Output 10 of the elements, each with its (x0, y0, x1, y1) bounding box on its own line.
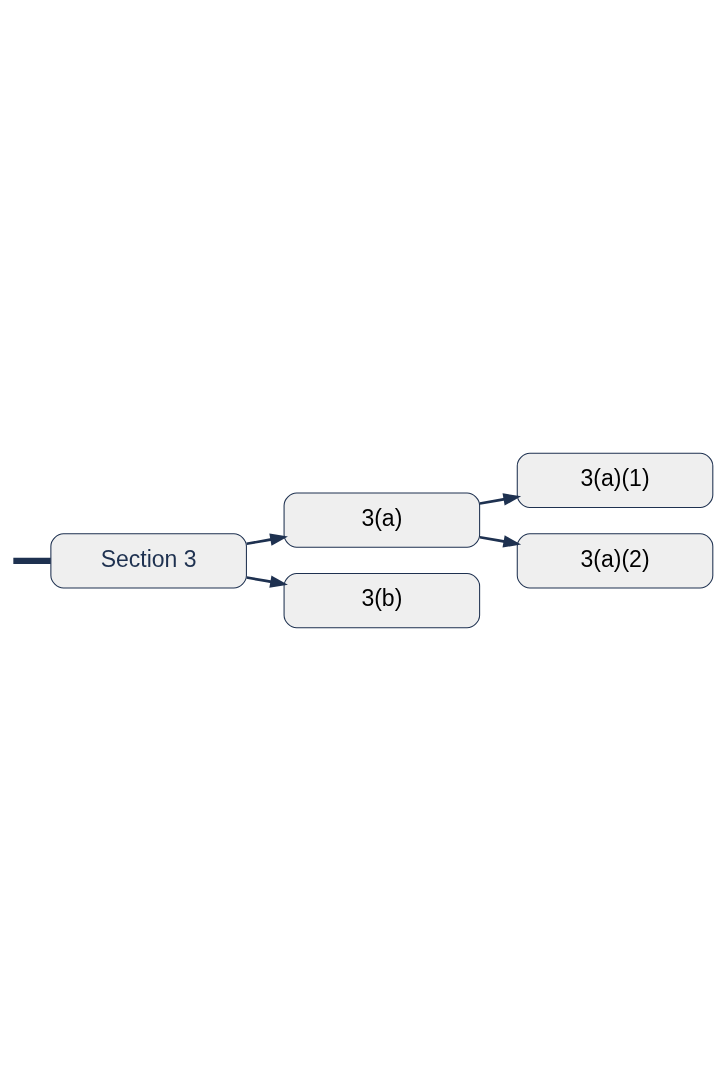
arrow (246, 532, 288, 546)
arrow (246, 575, 288, 588)
connector (13, 557, 51, 564)
node-box: Section 3 (50, 532, 247, 589)
arrow (479, 492, 522, 505)
node-box: 3(a)(1) (516, 452, 714, 508)
node-box: 3(a) (283, 491, 481, 548)
node-box: 3(b) (283, 572, 481, 628)
node-box: 3(a)(2) (516, 532, 714, 589)
arrow (479, 534, 522, 548)
